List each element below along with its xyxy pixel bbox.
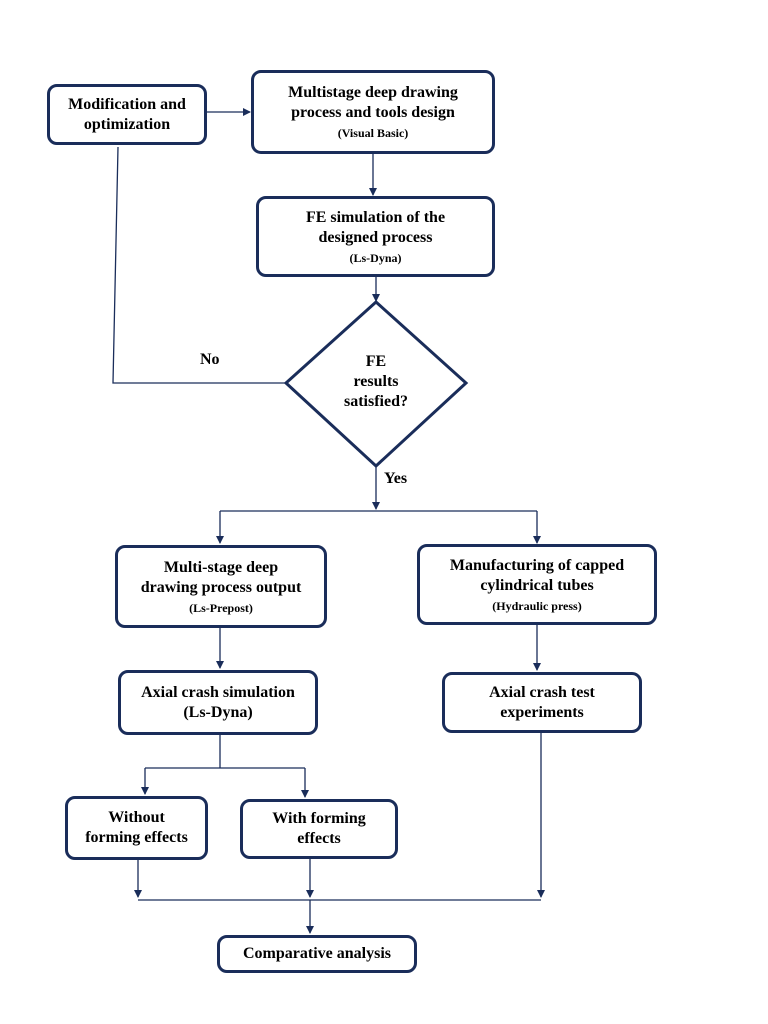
process-design-box: Multistage deep drawing process and tool… bbox=[251, 70, 495, 154]
modification-line-1: Modification and bbox=[68, 95, 186, 113]
fe-simulation-box: FE simulation of the designed process (L… bbox=[256, 196, 495, 277]
crash-sim-line-1: Axial crash simulation bbox=[141, 683, 295, 701]
comparative-line-1: Comparative analysis bbox=[243, 945, 391, 962]
edge-decision-no-to-modification bbox=[112, 146, 286, 384]
manufacturing-box: Manufacturing of capped cylindrical tube… bbox=[417, 544, 657, 625]
design-line-1: Multistage deep drawing bbox=[288, 84, 458, 101]
with-line-1: With forming bbox=[272, 810, 366, 827]
decision-text: FE results satisfied? bbox=[316, 352, 436, 412]
crash-test-line-1: Axial crash test bbox=[489, 683, 595, 701]
manufacturing-equipment: (Hydraulic press) bbox=[492, 598, 582, 613]
design-line-2: process and tools design bbox=[291, 104, 455, 121]
without-line-1: Without bbox=[108, 809, 165, 826]
fe-sim-line-2: designed process bbox=[318, 228, 433, 246]
output-line-1: Multi-stage deep bbox=[163, 558, 279, 576]
decision-line-1: FE bbox=[365, 353, 387, 370]
crash-test-line-2: experiments bbox=[500, 703, 584, 721]
modification-optimization-box: Modification and optimization bbox=[47, 84, 207, 145]
decision-line-3: satisfied? bbox=[344, 393, 408, 410]
edge-label-yes: Yes bbox=[384, 470, 408, 487]
output-line-2: drawing process output bbox=[140, 578, 302, 596]
decision-diamond bbox=[283, 299, 469, 469]
fe-sim-software: (Ls-Dyna) bbox=[349, 250, 402, 265]
edge-label-no: No bbox=[200, 351, 220, 368]
manufacturing-line-2: cylindrical tubes bbox=[480, 576, 594, 594]
manufacturing-line-1: Manufacturing of capped bbox=[449, 556, 625, 574]
fe-sim-line-1: FE simulation of the bbox=[305, 208, 446, 226]
without-forming-box: Without forming effects bbox=[65, 796, 208, 860]
with-forming-box: With forming effects bbox=[240, 799, 398, 859]
crash-simulation-box: Axial crash simulation (Ls-Dyna) bbox=[118, 670, 318, 735]
comparative-analysis-box: Comparative analysis bbox=[217, 935, 417, 973]
without-line-2: forming effects bbox=[85, 829, 188, 846]
crash-sim-line-2: (Ls-Dyna) bbox=[183, 703, 253, 721]
modification-line-2: optimization bbox=[83, 115, 171, 133]
with-line-2: effects bbox=[297, 830, 341, 847]
design-software: (Visual Basic) bbox=[337, 126, 409, 140]
crash-test-box: Axial crash test experiments bbox=[442, 672, 642, 733]
decision-line-2: results bbox=[353, 373, 399, 390]
output-software: (Ls-Prepost) bbox=[189, 600, 253, 615]
process-output-box: Multi-stage deep drawing process output … bbox=[115, 545, 327, 628]
